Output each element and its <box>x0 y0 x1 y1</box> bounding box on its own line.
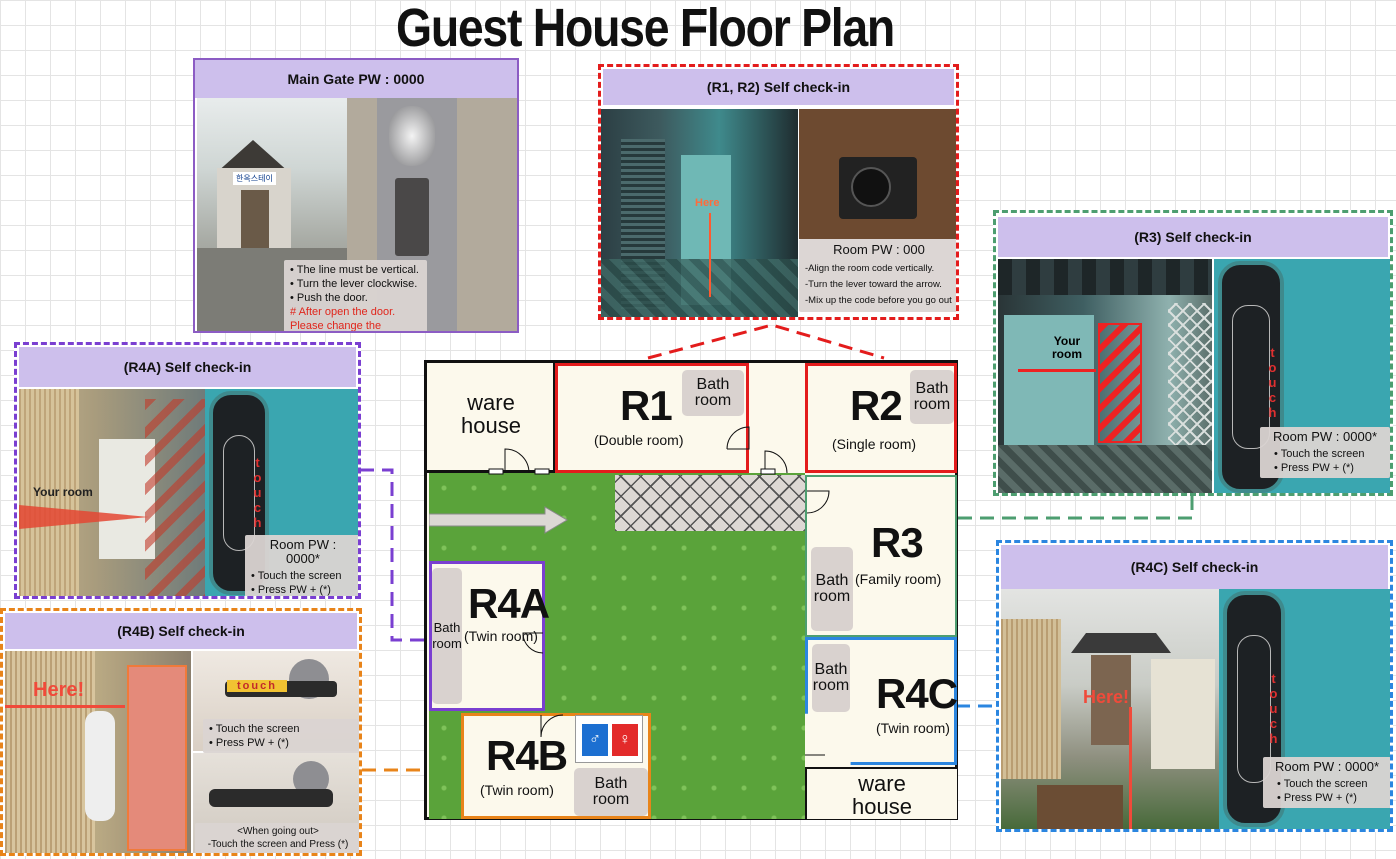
r4b-out-line-2: -Touch the screen and Press (*) <box>207 839 349 850</box>
gate-note-3: • Push the door. <box>290 292 368 304</box>
room-r1-id: R1 <box>620 382 673 429</box>
r3-pw: Room PW : 0000* <box>1272 429 1378 444</box>
r4c-note-1: • Touch the screen <box>1277 778 1368 790</box>
room-r4a-id: R4A <box>468 580 550 627</box>
r4b-touch-label: touch <box>227 680 287 692</box>
entrance-arrow <box>429 506 568 534</box>
male-restroom-icon: ♂ <box>582 724 608 756</box>
r1r2-note-3: -Mix up the code before you go out <box>805 295 952 306</box>
room-r2-type: (Single room) <box>832 436 917 452</box>
r4b-panel: (R4B) Self check-in Here! touch • Touch … <box>0 608 362 856</box>
r4c-instructions: Room PW : 0000* • Touch the screen • Pre… <box>1263 757 1390 808</box>
r1r2-panel: (R1, R2) Self check-in Here Room PW : 00… <box>598 64 959 320</box>
r3-touch-label: touch <box>1265 345 1280 420</box>
room-r1-type: (Double room) <box>594 432 684 448</box>
room-r4c-id: R4C <box>876 670 958 717</box>
r4c-touch-label: touch <box>1266 671 1281 746</box>
main-gate-heading: Main Gate PW : 0000 <box>195 60 517 98</box>
r4b-out-note: <When going out> -Touch the screen and P… <box>195 823 359 853</box>
r4b-note-1: • Touch the screen <box>209 723 300 735</box>
r3-panel: (R3) Self check-in Your room touch Room … <box>993 210 1393 496</box>
r4b-heading: (R4B) Self check-in <box>5 613 357 649</box>
r3-heading: (R3) Self check-in <box>998 217 1388 257</box>
page-title: Guest House Floor Plan <box>395 0 895 58</box>
r4c-panel: (R4C) Self check-in Here! touch Room PW … <box>996 540 1393 832</box>
r4c-here-label: Here! <box>1083 687 1130 707</box>
r4b-note-2: • Press PW + (*) <box>209 737 289 749</box>
r1r2-note-2: -Turn the lever toward the arrow. <box>805 279 942 290</box>
room-r2-id: R2 <box>850 382 903 429</box>
r4a-touch-label: touch <box>250 455 265 530</box>
r3-your-room-label: Your room <box>1052 334 1082 361</box>
room-r3-id: R3 <box>871 519 924 566</box>
lattice-patio <box>615 475 805 531</box>
restroom-sign: ♂ ♀ <box>575 715 643 763</box>
connector-r4a <box>360 468 426 642</box>
r1r2-instructions: Room PW : 000 -Align the room code verti… <box>799 239 956 312</box>
r4b-corridor-photo: Here! <box>5 651 191 853</box>
r3-touch-panel: touch <box>1218 261 1284 493</box>
room-r3-type: (Family room) <box>855 571 942 587</box>
r1r2-heading: (R1, R2) Self check-in <box>603 69 954 105</box>
r4a-heading: (R4A) Self check-in <box>19 347 356 387</box>
r4a-your-room-label: Your room <box>33 485 93 499</box>
r3-instructions: Room PW : 0000* • Touch the screen • Pre… <box>1260 427 1390 478</box>
door-swings <box>488 426 830 756</box>
gate-note-2: • Turn the lever clockwise. <box>290 278 418 290</box>
r4a-note-1: • Touch the screen <box>251 570 342 582</box>
female-restroom-icon: ♀ <box>612 724 638 756</box>
r3-room-photo: Your room <box>998 259 1212 493</box>
connector-r1r2 <box>647 323 885 360</box>
r4c-note-2: • Press PW + (*) <box>1277 792 1357 804</box>
room-r4b-id: R4B <box>486 732 568 779</box>
room-r4b-type: (Twin room) <box>480 782 554 798</box>
r4b-here-label: Here! <box>33 679 85 701</box>
room-r4c-type: (Twin room) <box>876 720 950 736</box>
r4a-corridor-photo: Your room <box>19 389 205 596</box>
room-r4a-type: (Twin room) <box>464 628 538 644</box>
r4b-instructions: • Touch the screen • Press PW + (*) <box>203 719 359 753</box>
main-gate-panel: Main Gate PW : 0000 한옥스테이 • The line mus… <box>193 58 519 333</box>
r4b-out-line-1: <When going out> <box>237 826 319 837</box>
r4a-panel: (R4A) Self check-in Your room touch Room… <box>14 342 361 599</box>
gate-sign: 한옥스테이 <box>233 172 276 185</box>
r1r2-lock-photo <box>799 109 956 239</box>
r3-note-1: • Touch the screen <box>1274 448 1365 460</box>
r4a-instructions: Room PW : 0000* • Touch the screen • Pre… <box>245 535 358 596</box>
r4a-pw: Room PW : 0000* <box>269 537 337 566</box>
r4c-pw: Room PW : 0000* <box>1274 759 1380 774</box>
gate-instructions: • The line must be vertical. • Turn the … <box>284 260 427 332</box>
connector-r3 <box>958 494 1194 520</box>
r1r2-pw: Room PW : 000 <box>833 242 925 257</box>
gate-warning: # After open the door. Please change the… <box>290 306 396 332</box>
r4c-yard-photo: Here! <box>1001 589 1219 829</box>
r4c-heading: (R4C) Self check-in <box>1001 545 1388 589</box>
r1r2-here-label: Here <box>695 197 720 209</box>
r1r2-note-1: -Align the room code vertically. <box>805 263 935 274</box>
gate-note-1: • The line must be vertical. <box>290 264 419 276</box>
r3-note-2: • Press PW + (*) <box>1274 462 1354 474</box>
r1r2-corridor-photo: Here <box>601 109 798 317</box>
r4a-note-2: • Press PW + (*) <box>251 584 331 596</box>
